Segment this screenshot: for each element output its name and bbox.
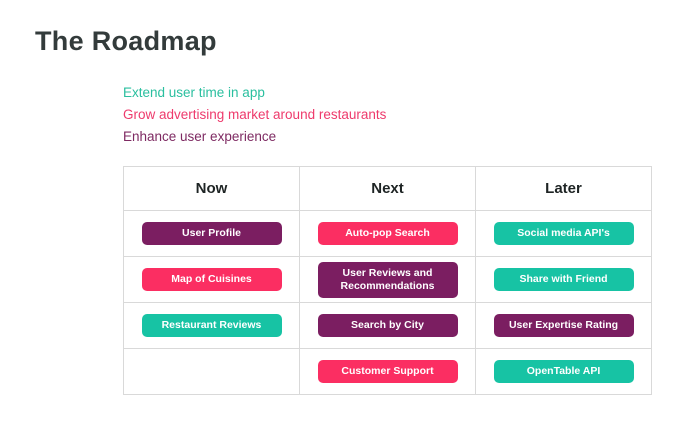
page-title: The Roadmap	[35, 26, 217, 56]
table-cell: Social media API's	[475, 210, 652, 257]
roadmap-pill: Search by City	[317, 314, 458, 337]
table-row: Map of Cuisines User Reviews and Recommen…	[123, 256, 652, 303]
roadmap-pill: Restaurant Reviews	[141, 314, 282, 337]
goal-item: Grow advertising market around restauran…	[123, 107, 387, 122]
table-cell: User Expertise Rating	[475, 302, 652, 349]
roadmap-pill: Customer Support	[317, 360, 458, 383]
table-cell: Auto-pop Search	[299, 210, 476, 257]
column-header-later: Later	[475, 166, 652, 211]
roadmap-pill: Social media API's	[493, 222, 634, 245]
goal-item: Enhance user experience	[123, 129, 277, 144]
column-header-next: Next	[299, 166, 476, 211]
table-row: Restaurant Reviews Search by City User Exp…	[123, 302, 652, 349]
table-cell: OpenTable API	[475, 348, 652, 395]
column-header-now: Now	[123, 166, 300, 211]
table-cell: User Reviews and Recommendations	[299, 256, 476, 303]
roadmap-pill: Map of Cuisines	[141, 268, 282, 291]
table-cell: Customer Support	[299, 348, 476, 395]
roadmap-pill: User Profile	[141, 222, 282, 245]
table-row: Customer Support OpenTable API	[123, 348, 652, 395]
table-cell: Map of Cuisines	[123, 256, 300, 303]
roadmap-pill: User Reviews and Recommendations	[317, 261, 458, 298]
table-cell: Restaurant Reviews	[123, 302, 300, 349]
table-row: User Profile Auto-pop Search Social media …	[123, 210, 652, 257]
roadmap-table-body: User Profile Auto-pop Search Social media …	[123, 210, 652, 395]
table-cell: User Profile	[123, 210, 300, 257]
roadmap-pill: User Expertise Rating	[493, 314, 634, 337]
roadmap-pill: Share with Friend	[493, 268, 634, 291]
table-cell: Share with Friend	[475, 256, 652, 303]
table-cell	[123, 348, 300, 395]
table-cell: Search by City	[299, 302, 476, 349]
roadmap-pill: Auto-pop Search	[317, 222, 458, 245]
goal-item: Extend user time in app	[123, 85, 265, 100]
roadmap-pill: OpenTable API	[493, 360, 634, 383]
